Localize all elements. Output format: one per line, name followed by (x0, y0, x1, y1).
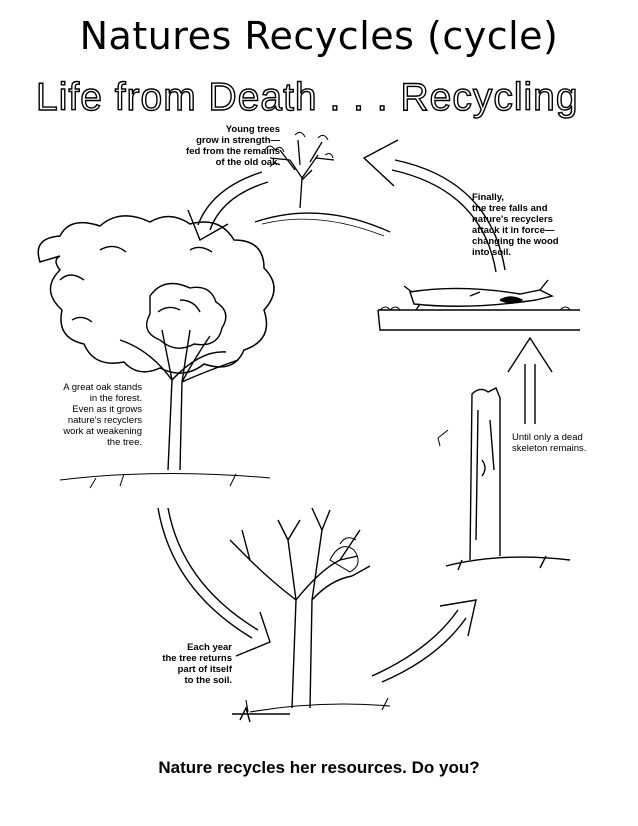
subtitle-outline: Life from Death . . . Recycling (35, 75, 579, 119)
arrow-young-to-oak (187, 171, 269, 242)
fallen-log (377, 279, 580, 331)
caption-skeleton: Until only a dead skeleton remains. (512, 432, 587, 454)
subtitle-text: Life from Death . . . Recycling (36, 76, 579, 119)
caption-great-oak: A great oak stands in the forest. Even a… (63, 382, 142, 448)
arrow-dead-to-skeleton (371, 599, 477, 683)
great-oak (37, 215, 275, 489)
page-title: Natures Recycles (cycle) (79, 14, 559, 58)
fallen-grass (379, 306, 571, 311)
arrow-oak-to-dead (157, 507, 271, 657)
arrow-skeleton-to-fallen (507, 336, 553, 424)
skeleton-tree (437, 387, 571, 571)
dead-tree (229, 507, 391, 723)
arrow-fallen-to-young (362, 139, 506, 273)
caption-finally: Finally, the tree falls and nature's rec… (472, 192, 559, 258)
young-tree (254, 131, 391, 237)
caption-each-year: Each year the tree returns part of itsel… (162, 642, 232, 686)
caption-young-trees: Young trees grow in strength— fed from t… (186, 124, 280, 168)
footer-question: Nature recycles her resources. Do you? (158, 758, 480, 777)
